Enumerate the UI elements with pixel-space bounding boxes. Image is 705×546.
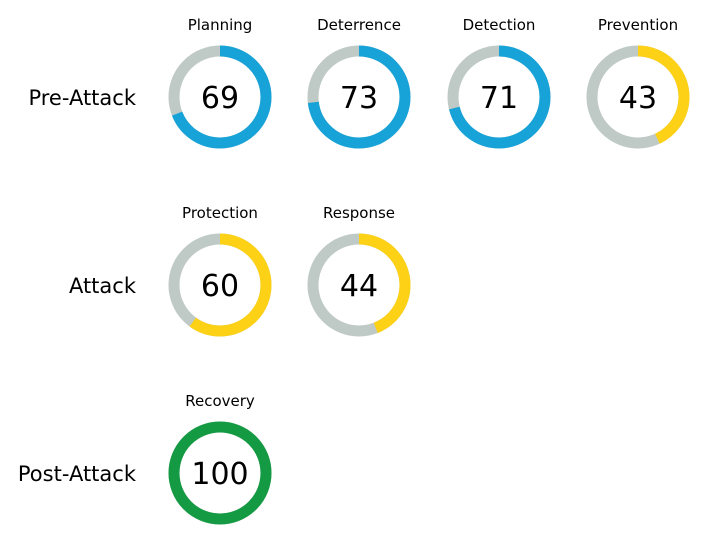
metric-label-recovery: Recovery — [185, 392, 255, 410]
metric-value-prevention: 43 — [619, 81, 657, 116]
metric-detection: Detection 71 — [447, 16, 551, 149]
stage-label-pre-attack: Pre-Attack — [28, 86, 136, 110]
metric-recovery: Recovery 100 — [168, 392, 272, 525]
donut-arc-protection — [168, 233, 272, 337]
metric-protection: Protection 60 — [168, 204, 272, 337]
metric-label-prevention: Prevention — [598, 16, 678, 34]
metric-value-recovery: 100 — [191, 457, 248, 492]
metric-label-deterrence: Deterrence — [317, 16, 401, 34]
metric-label-planning: Planning — [188, 16, 253, 34]
metric-prevention: Prevention 43 — [586, 16, 690, 149]
metric-value-planning: 69 — [201, 81, 239, 116]
stage-label-post-attack: Post-Attack — [18, 462, 137, 486]
metric-value-protection: 60 — [201, 269, 239, 304]
stage-row-post-attack: Post-Attack Recovery 100 — [18, 392, 272, 525]
metric-value-response: 44 — [340, 269, 378, 304]
donut-arc-prevention — [586, 45, 690, 149]
stage-row-pre-attack: Pre-Attack Planning 69 Deterrence 73 Detectio… — [28, 16, 690, 149]
metric-planning: Planning 69 — [168, 16, 272, 149]
stage-label-attack: Attack — [69, 274, 137, 298]
metric-label-protection: Protection — [182, 204, 258, 222]
donut-arc-recovery — [168, 421, 272, 525]
metric-label-detection: Detection — [463, 16, 536, 34]
donut-arc-detection — [447, 45, 551, 149]
metric-deterrence: Deterrence 73 — [307, 16, 411, 149]
metric-value-deterrence: 73 — [340, 81, 378, 116]
stage-row-attack: Attack Protection 60 Response 44 — [69, 204, 411, 337]
donut-arc-planning — [168, 45, 272, 149]
donut-arc-response — [307, 233, 411, 337]
metric-label-response: Response — [323, 204, 395, 222]
metric-response: Response 44 — [307, 204, 411, 337]
metric-value-detection: 71 — [480, 81, 518, 116]
donut-arc-deterrence — [307, 45, 411, 149]
